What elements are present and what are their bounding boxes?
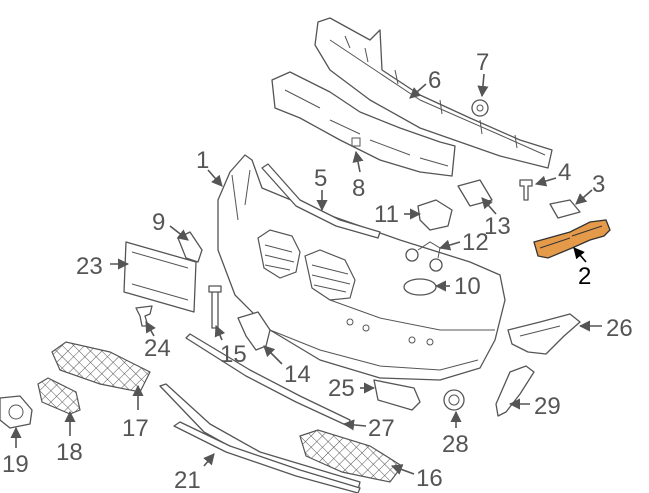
- leader-16: [390, 464, 415, 475]
- callout-14: 14: [284, 361, 311, 388]
- leader-7: [477, 73, 489, 98]
- part-5-trim-strip: [261, 163, 381, 239]
- part-26-side-bracket: [507, 313, 581, 355]
- callout-11: 11: [374, 201, 399, 228]
- part-11-bracket: [417, 199, 453, 231]
- callout-7: 7: [476, 49, 489, 76]
- callout-12: 12: [462, 229, 489, 256]
- callout-28: 28: [442, 431, 469, 458]
- callout-26: 26: [606, 315, 633, 342]
- part-6-bumper-carrier: [314, 17, 553, 169]
- part-10-cover: [403, 278, 437, 296]
- leader-4: [534, 175, 557, 187]
- callout-6: 6: [428, 67, 441, 94]
- part-1-bumper-cover: [217, 154, 506, 381]
- callout-21: 21: [174, 467, 201, 493]
- part-4-bolt: [519, 179, 533, 201]
- callout-15: 15: [220, 341, 247, 368]
- callout-25: 25: [328, 375, 355, 402]
- leader-2: [573, 247, 587, 263]
- callout-1: 1: [196, 147, 209, 174]
- part-15-stud: [208, 285, 222, 329]
- leader-24: [145, 321, 156, 337]
- part-29-reflector: [495, 365, 535, 417]
- leader-9: [169, 225, 189, 241]
- callout-29: 29: [534, 393, 561, 420]
- callout-16: 16: [416, 465, 443, 492]
- part-18-mesh-insert: [37, 377, 81, 415]
- part-24-screw: [135, 305, 153, 327]
- callout-10: 10: [454, 273, 481, 300]
- callout-13: 13: [484, 213, 511, 240]
- callout-9: 9: [152, 209, 165, 236]
- callout-3: 3: [592, 171, 605, 198]
- callout-19: 19: [2, 451, 29, 478]
- leader-3: [575, 189, 593, 205]
- leader-1: [207, 169, 223, 187]
- callout-27: 27: [368, 415, 395, 442]
- leader-13: [481, 197, 497, 215]
- callout-23: 23: [76, 253, 103, 280]
- leader-lines: [10, 73, 602, 475]
- callout-18: 18: [56, 439, 83, 466]
- callout-2: 2: [578, 263, 591, 290]
- callout-5: 5: [314, 165, 327, 192]
- part-17-grille-insert: [51, 341, 151, 393]
- leader-14: [263, 345, 283, 365]
- leader-6: [409, 83, 427, 99]
- part-23-plate-bracket: [123, 241, 197, 313]
- callout-labels: 1 2 3 4 5 6 7 8 9 10 11 12 13 14 15 16 1…: [2, 49, 633, 493]
- part-8-energy-absorber: [271, 71, 456, 177]
- part-3-clip: [549, 199, 581, 219]
- leader-8: [352, 150, 364, 173]
- callout-17: 17: [122, 415, 149, 442]
- leader-27: [342, 419, 367, 431]
- leader-12: [438, 239, 461, 251]
- part-2-bracket: [533, 219, 611, 259]
- part-7-nut: [471, 99, 489, 117]
- leader-21: [203, 453, 215, 467]
- part-28-fog-lamp: [443, 389, 465, 411]
- part-13-bracket: [457, 179, 493, 207]
- callout-24: 24: [144, 335, 171, 362]
- part-12-holder: [405, 241, 443, 272]
- part-19-corner-piece: [0, 395, 33, 429]
- callout-8: 8: [352, 175, 365, 202]
- callout-4: 4: [558, 159, 571, 186]
- part-25-trim: [373, 379, 421, 411]
- part-21-spoiler: [159, 383, 361, 493]
- leader-15: [214, 324, 226, 341]
